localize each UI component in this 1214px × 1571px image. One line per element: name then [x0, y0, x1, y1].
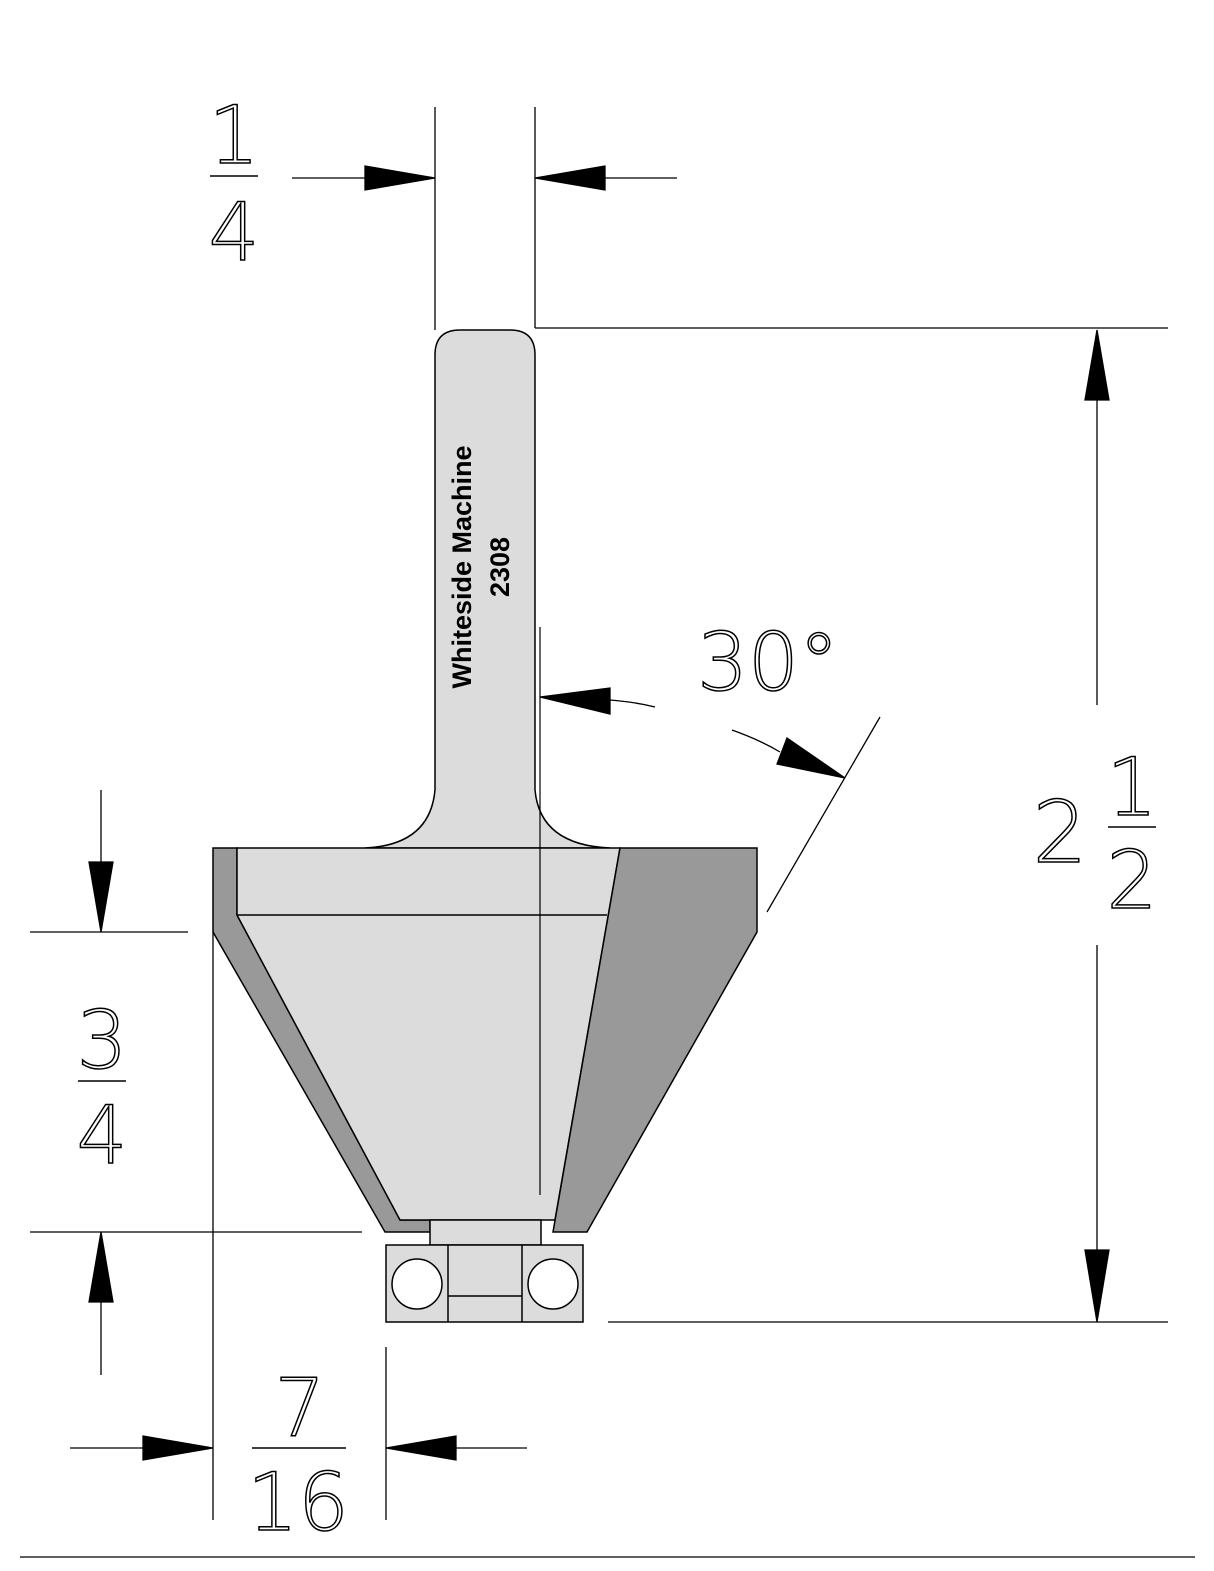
shank-dim-numerator: 1: [209, 89, 260, 182]
bearing-ball: [527, 1258, 579, 1310]
height-dim-numerator: 3: [77, 994, 128, 1087]
length-dim-whole: 2: [1033, 783, 1088, 883]
shank: [364, 329, 611, 849]
bearing-ball: [391, 1258, 443, 1310]
angle-dim: 30°: [697, 616, 839, 709]
length-dim-numerator: 1: [1107, 741, 1158, 834]
model-number: 2308: [485, 537, 515, 597]
right-cutter-edge: [552, 847, 758, 1233]
length-dim-denominator: 2: [1107, 834, 1158, 927]
depth-dim-numerator: 7: [275, 1362, 326, 1455]
brand-text: Whiteside Machine: [447, 445, 477, 688]
height-dim-denominator: 4: [77, 1089, 128, 1182]
bearing-hub: [429, 1219, 542, 1246]
shank-dim-denominator: 4: [209, 186, 260, 279]
depth-dim-denominator: 16: [247, 1456, 349, 1549]
